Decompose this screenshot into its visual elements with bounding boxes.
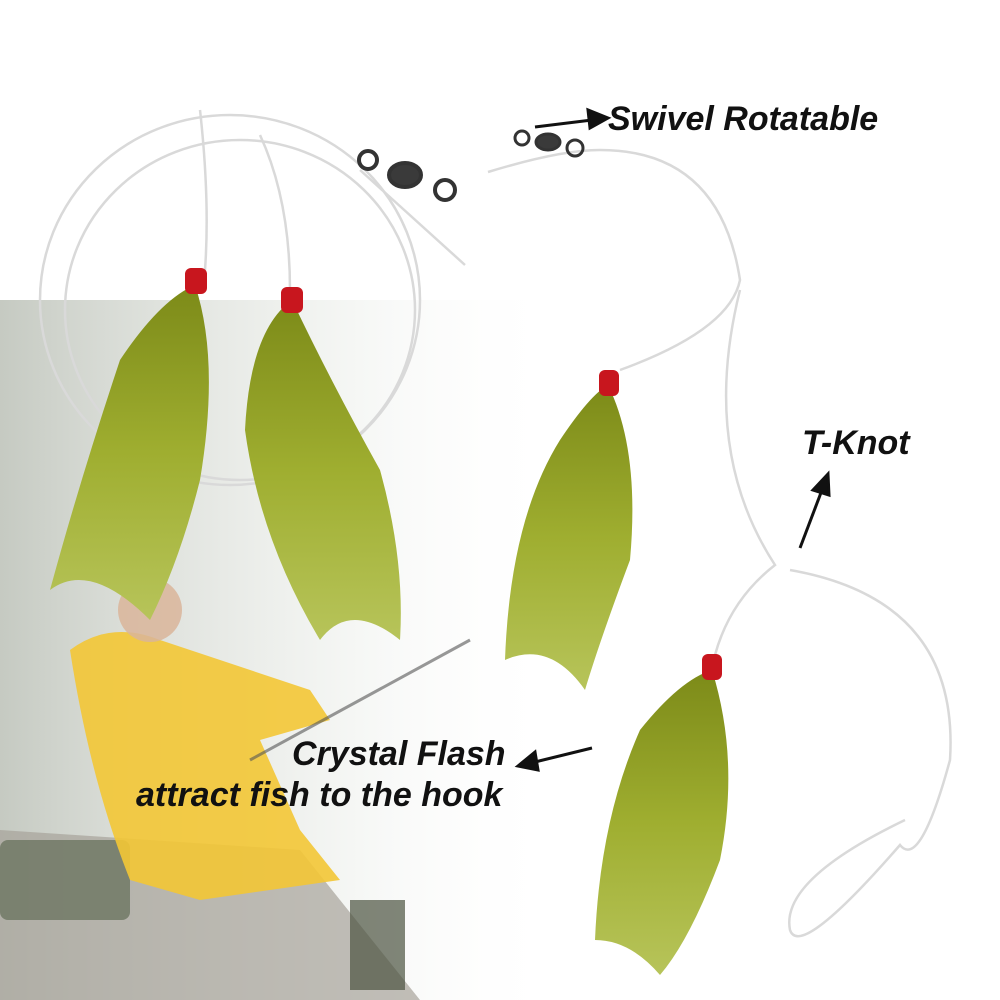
t-knot-label: T-Knot <box>802 424 910 462</box>
arrow-icon <box>514 107 831 772</box>
lure-2 <box>245 287 401 640</box>
lure-3 <box>505 370 633 690</box>
swivel-rotatable-label: Swivel Rotatable <box>608 100 879 138</box>
lure-4 <box>595 654 729 975</box>
leader-lines <box>38 109 952 938</box>
fisherman-jacket <box>70 632 340 900</box>
fishing-rod <box>249 638 471 762</box>
crystal-flash-label: Crystal Flash <box>292 735 506 773</box>
lure-1 <box>50 268 209 620</box>
attract-fish-label: attract fish to the hook <box>136 776 503 814</box>
swivel-icon <box>357 149 457 202</box>
boot <box>350 900 405 990</box>
swivel-small-icon <box>513 129 585 158</box>
tackle-box <box>0 840 130 920</box>
